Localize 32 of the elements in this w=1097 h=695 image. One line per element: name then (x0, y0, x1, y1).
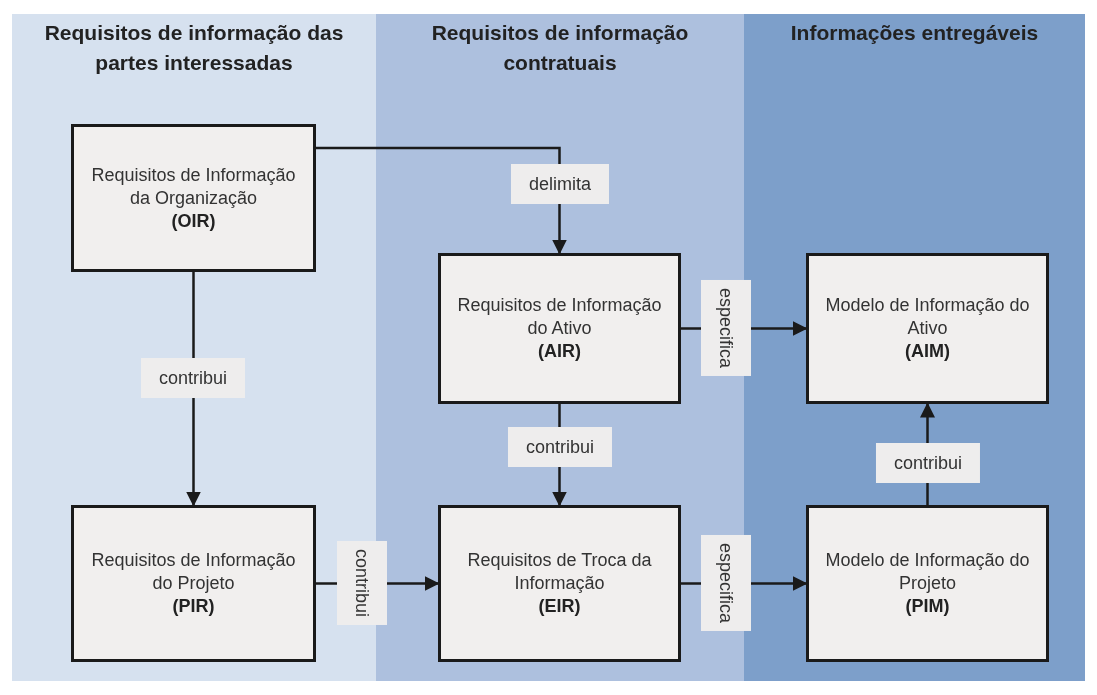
process-box (71, 124, 316, 272)
edge-label: contribui (876, 443, 980, 483)
edge-label: contribui (508, 427, 612, 467)
column-band (744, 14, 1085, 681)
arrow (316, 146, 567, 255)
box-title: Requisitos de Informação do Ativo (456, 294, 663, 340)
box-acronym: (PIM) (905, 595, 950, 618)
box-title: Requisitos de Informação da Organização (90, 163, 297, 210)
edge-label: delimita (511, 164, 609, 204)
box-acronym: (PIR) (172, 595, 215, 618)
column-heading: Requisitos de informação contratuais (430, 20, 690, 76)
box-acronym: (EIR) (538, 595, 581, 618)
edge-label: especifica (701, 280, 751, 376)
column-heading: Requisitos de informação das partes interessadas (43, 20, 345, 76)
column-band (376, 14, 744, 681)
process-box (806, 505, 1049, 662)
box-title: Requisitos de Troca da Informação (466, 549, 653, 595)
box-title: Modelo de Informação do Ativo (824, 294, 1031, 340)
column-heading: Informações entregáveis (789, 20, 1040, 46)
box-title: Modelo de Informação do Projeto (824, 549, 1031, 595)
box-title: Requisitos de Informação do Projeto (90, 549, 297, 595)
process-box (806, 253, 1049, 404)
box-acronym: (OIR) (171, 209, 216, 233)
process-box (438, 505, 681, 662)
box-acronym: (AIM) (905, 340, 950, 363)
process-box (71, 505, 316, 662)
column-band (12, 14, 376, 681)
process-box (438, 253, 681, 404)
box-acronym: (AIR) (538, 340, 581, 363)
edge-label: contribui (141, 358, 245, 398)
edge-label: especifica (701, 535, 751, 631)
edge-label: contribui (337, 541, 387, 625)
